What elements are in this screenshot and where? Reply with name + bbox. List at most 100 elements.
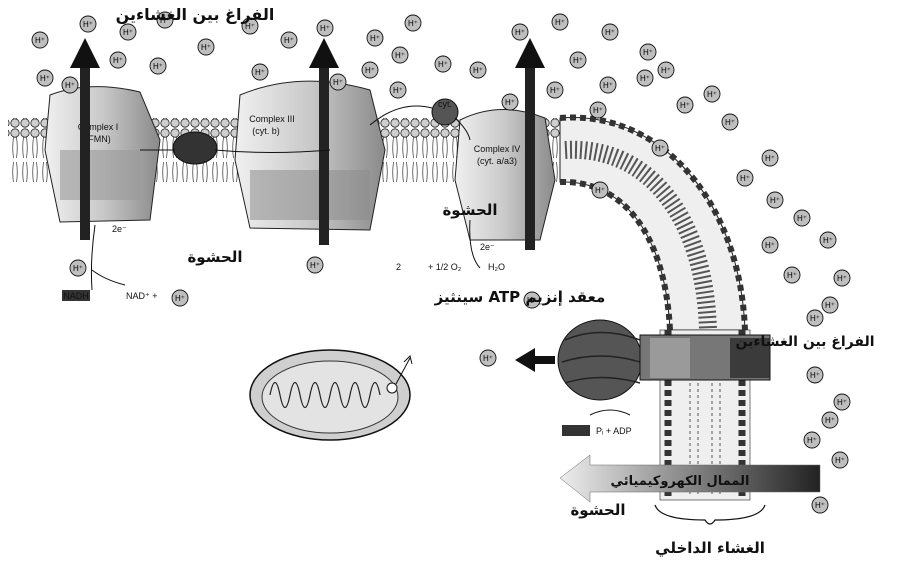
nad-label: NAD⁺ + — [126, 291, 158, 301]
label-intermembrane-right: الفراغ بين الغشاءين — [736, 334, 875, 350]
ubiquinone — [173, 132, 217, 164]
proton-ion: H⁺ — [600, 77, 616, 93]
proton-label: H⁺ — [640, 74, 650, 83]
label-matrix-center: الحشوة — [442, 201, 497, 219]
proton-label: H⁺ — [593, 106, 603, 115]
proton-ion: H⁺ — [590, 102, 606, 118]
proton-ion: H⁺ — [767, 192, 783, 208]
proton-ion: H⁺ — [32, 32, 48, 48]
label-intermembrane-top: الفراغ بين الغشاءين — [116, 5, 275, 24]
proton-ion: H⁺ — [307, 257, 323, 273]
proton-label: H⁺ — [310, 261, 320, 270]
proton-ion: H⁺ — [252, 64, 268, 80]
proton-ion: H⁺ — [70, 260, 86, 276]
proton-label: H⁺ — [153, 62, 163, 71]
proton-ion: H⁺ — [832, 452, 848, 468]
proton-ion: H⁺ — [120, 24, 136, 40]
proton-ion: H⁺ — [812, 497, 828, 513]
proton-ion: H⁺ — [367, 30, 383, 46]
proton-label: H⁺ — [823, 236, 833, 245]
inner-membrane-brace — [655, 505, 765, 524]
electrons-label-1: 2e⁻ — [112, 224, 127, 234]
proton-label: H⁺ — [113, 56, 123, 65]
proton-label: H⁺ — [175, 294, 185, 303]
proton-label: H⁺ — [725, 118, 735, 127]
proton-ion: H⁺ — [784, 267, 800, 283]
proton-ion: H⁺ — [37, 70, 53, 86]
label-gradient: الممال الكهروكيميائي — [611, 474, 750, 489]
proton-ion: H⁺ — [652, 140, 668, 156]
proton-ion: H⁺ — [804, 432, 820, 448]
proton-ion: H⁺ — [512, 24, 528, 40]
proton-label: H⁺ — [765, 154, 775, 163]
proton-label: H⁺ — [835, 456, 845, 465]
proton-label: H⁺ — [408, 19, 418, 28]
proton-ion: H⁺ — [822, 297, 838, 313]
proton-label: H⁺ — [65, 81, 75, 90]
proton-label: H⁺ — [825, 301, 835, 310]
electrons-label-2: 2e⁻ — [480, 242, 495, 252]
proton-ion: H⁺ — [392, 47, 408, 63]
proton-ion: H⁺ — [794, 210, 810, 226]
proton-ion: H⁺ — [677, 97, 693, 113]
proton-label: H⁺ — [787, 271, 797, 280]
proton-ion: H⁺ — [820, 232, 836, 248]
proton-ion: H⁺ — [317, 20, 333, 36]
proton-ion: H⁺ — [281, 32, 297, 48]
proton-label: H⁺ — [550, 86, 560, 95]
proton-label: H⁺ — [655, 144, 665, 153]
complex-iii-label: Complex III — [249, 114, 295, 124]
label-matrix-left: الحشوة — [187, 248, 242, 266]
complex-iii-sub: (cyt. b) — [252, 126, 280, 136]
proton-ion: H⁺ — [80, 16, 96, 32]
complex-iii: Complex III (cyt. b) — [235, 81, 385, 230]
proton-ion: H⁺ — [110, 52, 126, 68]
proton-label: H⁺ — [473, 66, 483, 75]
proton-ion: H⁺ — [480, 350, 496, 366]
proton-ion: H⁺ — [640, 44, 656, 60]
proton-ion: H⁺ — [722, 114, 738, 130]
proton-label: H⁺ — [320, 24, 330, 33]
proton-ion: H⁺ — [172, 290, 188, 306]
proton-ion: H⁺ — [602, 24, 618, 40]
proton-label: H⁺ — [825, 416, 835, 425]
proton-ion: H⁺ — [62, 77, 78, 93]
proton-label: H⁺ — [807, 436, 817, 445]
proton-ion: H⁺ — [547, 82, 563, 98]
oxygen-label: + 1/2 O₂ — [428, 262, 462, 272]
mitochondrion-illustration — [250, 350, 412, 440]
proton-label: H⁺ — [284, 36, 294, 45]
proton-label: H⁺ — [483, 354, 493, 363]
proton-ion: H⁺ — [822, 412, 838, 428]
proton-label: H⁺ — [707, 90, 717, 99]
water-label: H₂O — [488, 262, 505, 272]
label-matrix-bottom: الحشوة — [570, 501, 625, 519]
water-coef: 2 — [396, 262, 401, 272]
label-atp-synthase: معقد إنزيم ATP سينثيز — [434, 288, 606, 306]
proton-label: H⁺ — [365, 66, 375, 75]
cytochrome-c: cyt. — [432, 99, 458, 125]
label-inner-membrane: الغشاء الداخلي — [655, 539, 765, 557]
proton-label: H⁺ — [438, 60, 448, 69]
complex-iv-label: Complex IV — [474, 144, 521, 154]
proton-label: H⁺ — [810, 314, 820, 323]
cyt-label: cyt. — [438, 99, 452, 109]
proton-label: H⁺ — [837, 274, 847, 283]
proton-ion: H⁺ — [390, 82, 406, 98]
proton-ion: H⁺ — [637, 70, 653, 86]
proton-ion: H⁺ — [807, 310, 823, 326]
proton-ion: H⁺ — [150, 58, 166, 74]
proton-ion: H⁺ — [762, 150, 778, 166]
proton-label: H⁺ — [123, 28, 133, 37]
proton-label: H⁺ — [83, 20, 93, 29]
proton-ion: H⁺ — [552, 14, 568, 30]
adp-label: Pᵢ + ADP — [596, 426, 632, 436]
proton-ion: H⁺ — [570, 52, 586, 68]
proton-label: H⁺ — [837, 398, 847, 407]
proton-label: H⁺ — [35, 36, 45, 45]
proton-label: H⁺ — [370, 34, 380, 43]
proton-ion: H⁺ — [470, 62, 486, 78]
proton-label: H⁺ — [815, 501, 825, 510]
proton-label: H⁺ — [765, 241, 775, 250]
